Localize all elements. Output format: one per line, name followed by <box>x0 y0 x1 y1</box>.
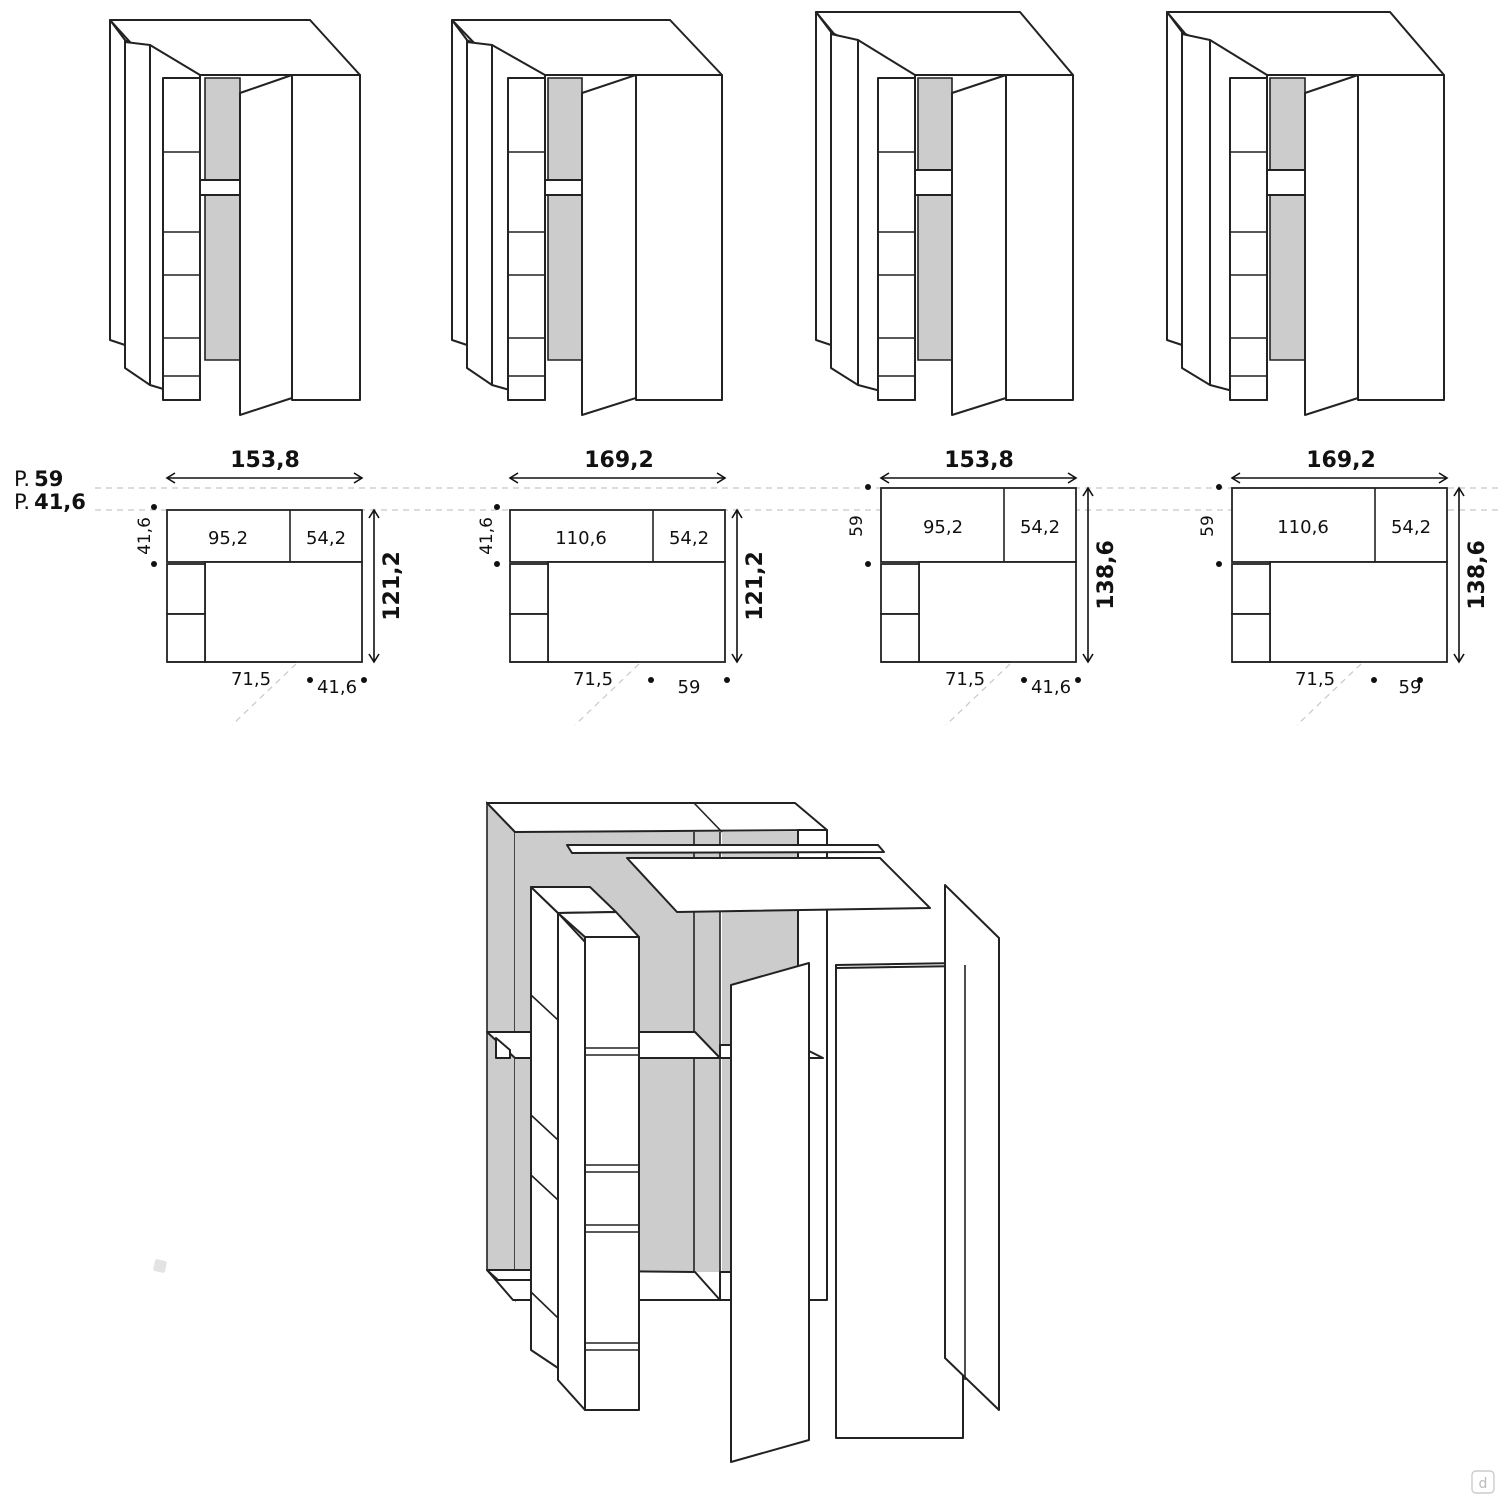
right-cell-2: 54,2 <box>669 528 709 549</box>
bottom-left-1: 71,5 <box>231 669 271 690</box>
left-cell-2: 110,6 <box>555 528 607 549</box>
bottom-left-2: 71,5 <box>573 669 613 690</box>
depth-dimension-3: 59 <box>847 515 867 537</box>
height-dimension-2: 121,2 <box>743 551 768 621</box>
depth-dimension-4: 59 <box>1198 515 1218 537</box>
bottom-right-3: 41,6 <box>1031 677 1071 698</box>
left-cell-3: 95,2 <box>923 517 963 538</box>
left-cell-4: 110,6 <box>1277 517 1329 538</box>
isometric-view-1 <box>109 19 361 416</box>
plan-view-3: 153,8 138,6 59 95,2 54,2 71,5 41,6 <box>847 448 1119 726</box>
width-dimension-4: 169,2 <box>1306 448 1376 473</box>
depth-dimension-2: 41,6 <box>477 517 497 555</box>
bottom-left-3: 71,5 <box>945 669 985 690</box>
svg-text:d: d <box>1479 1476 1488 1492</box>
depth-label-59: P.59 <box>14 467 63 491</box>
right-cell-4: 54,2 <box>1391 517 1431 538</box>
isometric-view-3 <box>815 11 1074 416</box>
bottom-right-2: 59 <box>678 677 701 698</box>
height-dimension-3: 138,6 <box>1094 540 1119 610</box>
depth-dimension-1: 41,6 <box>135 517 155 555</box>
bottom-left-4: 71,5 <box>1295 669 1335 690</box>
width-dimension-1: 153,8 <box>230 448 300 473</box>
exploded-view <box>486 801 1000 1463</box>
left-cell-1: 95,2 <box>208 528 248 549</box>
height-dimension-1: 121,2 <box>380 551 405 621</box>
bottom-right-1: 41,6 <box>317 677 357 698</box>
isometric-view-2 <box>451 19 723 416</box>
isometric-view-4 <box>1166 11 1445 416</box>
width-dimension-3: 153,8 <box>944 448 1014 473</box>
bottom-right-4: 59 <box>1399 677 1422 698</box>
depth-label-41-6: P.41,6 <box>14 490 86 514</box>
height-dimension-4: 138,6 <box>1465 540 1490 610</box>
brand-d-icon: d <box>1471 1470 1495 1494</box>
watermark-square-icon <box>153 1259 167 1273</box>
plan-view-1: 153,8 121,2 41,6 95,2 54,2 71,5 41,6 <box>135 448 405 726</box>
right-cell-3: 54,2 <box>1020 517 1060 538</box>
width-dimension-2: 169,2 <box>584 448 654 473</box>
right-cell-1: 54,2 <box>306 528 346 549</box>
plan-view-4: 169,2 138,6 59 110,6 54,2 71,5 59 <box>1198 448 1490 726</box>
plan-view-2: 169,2 121,2 41,6 110,6 54,2 71,5 59 <box>477 448 768 726</box>
